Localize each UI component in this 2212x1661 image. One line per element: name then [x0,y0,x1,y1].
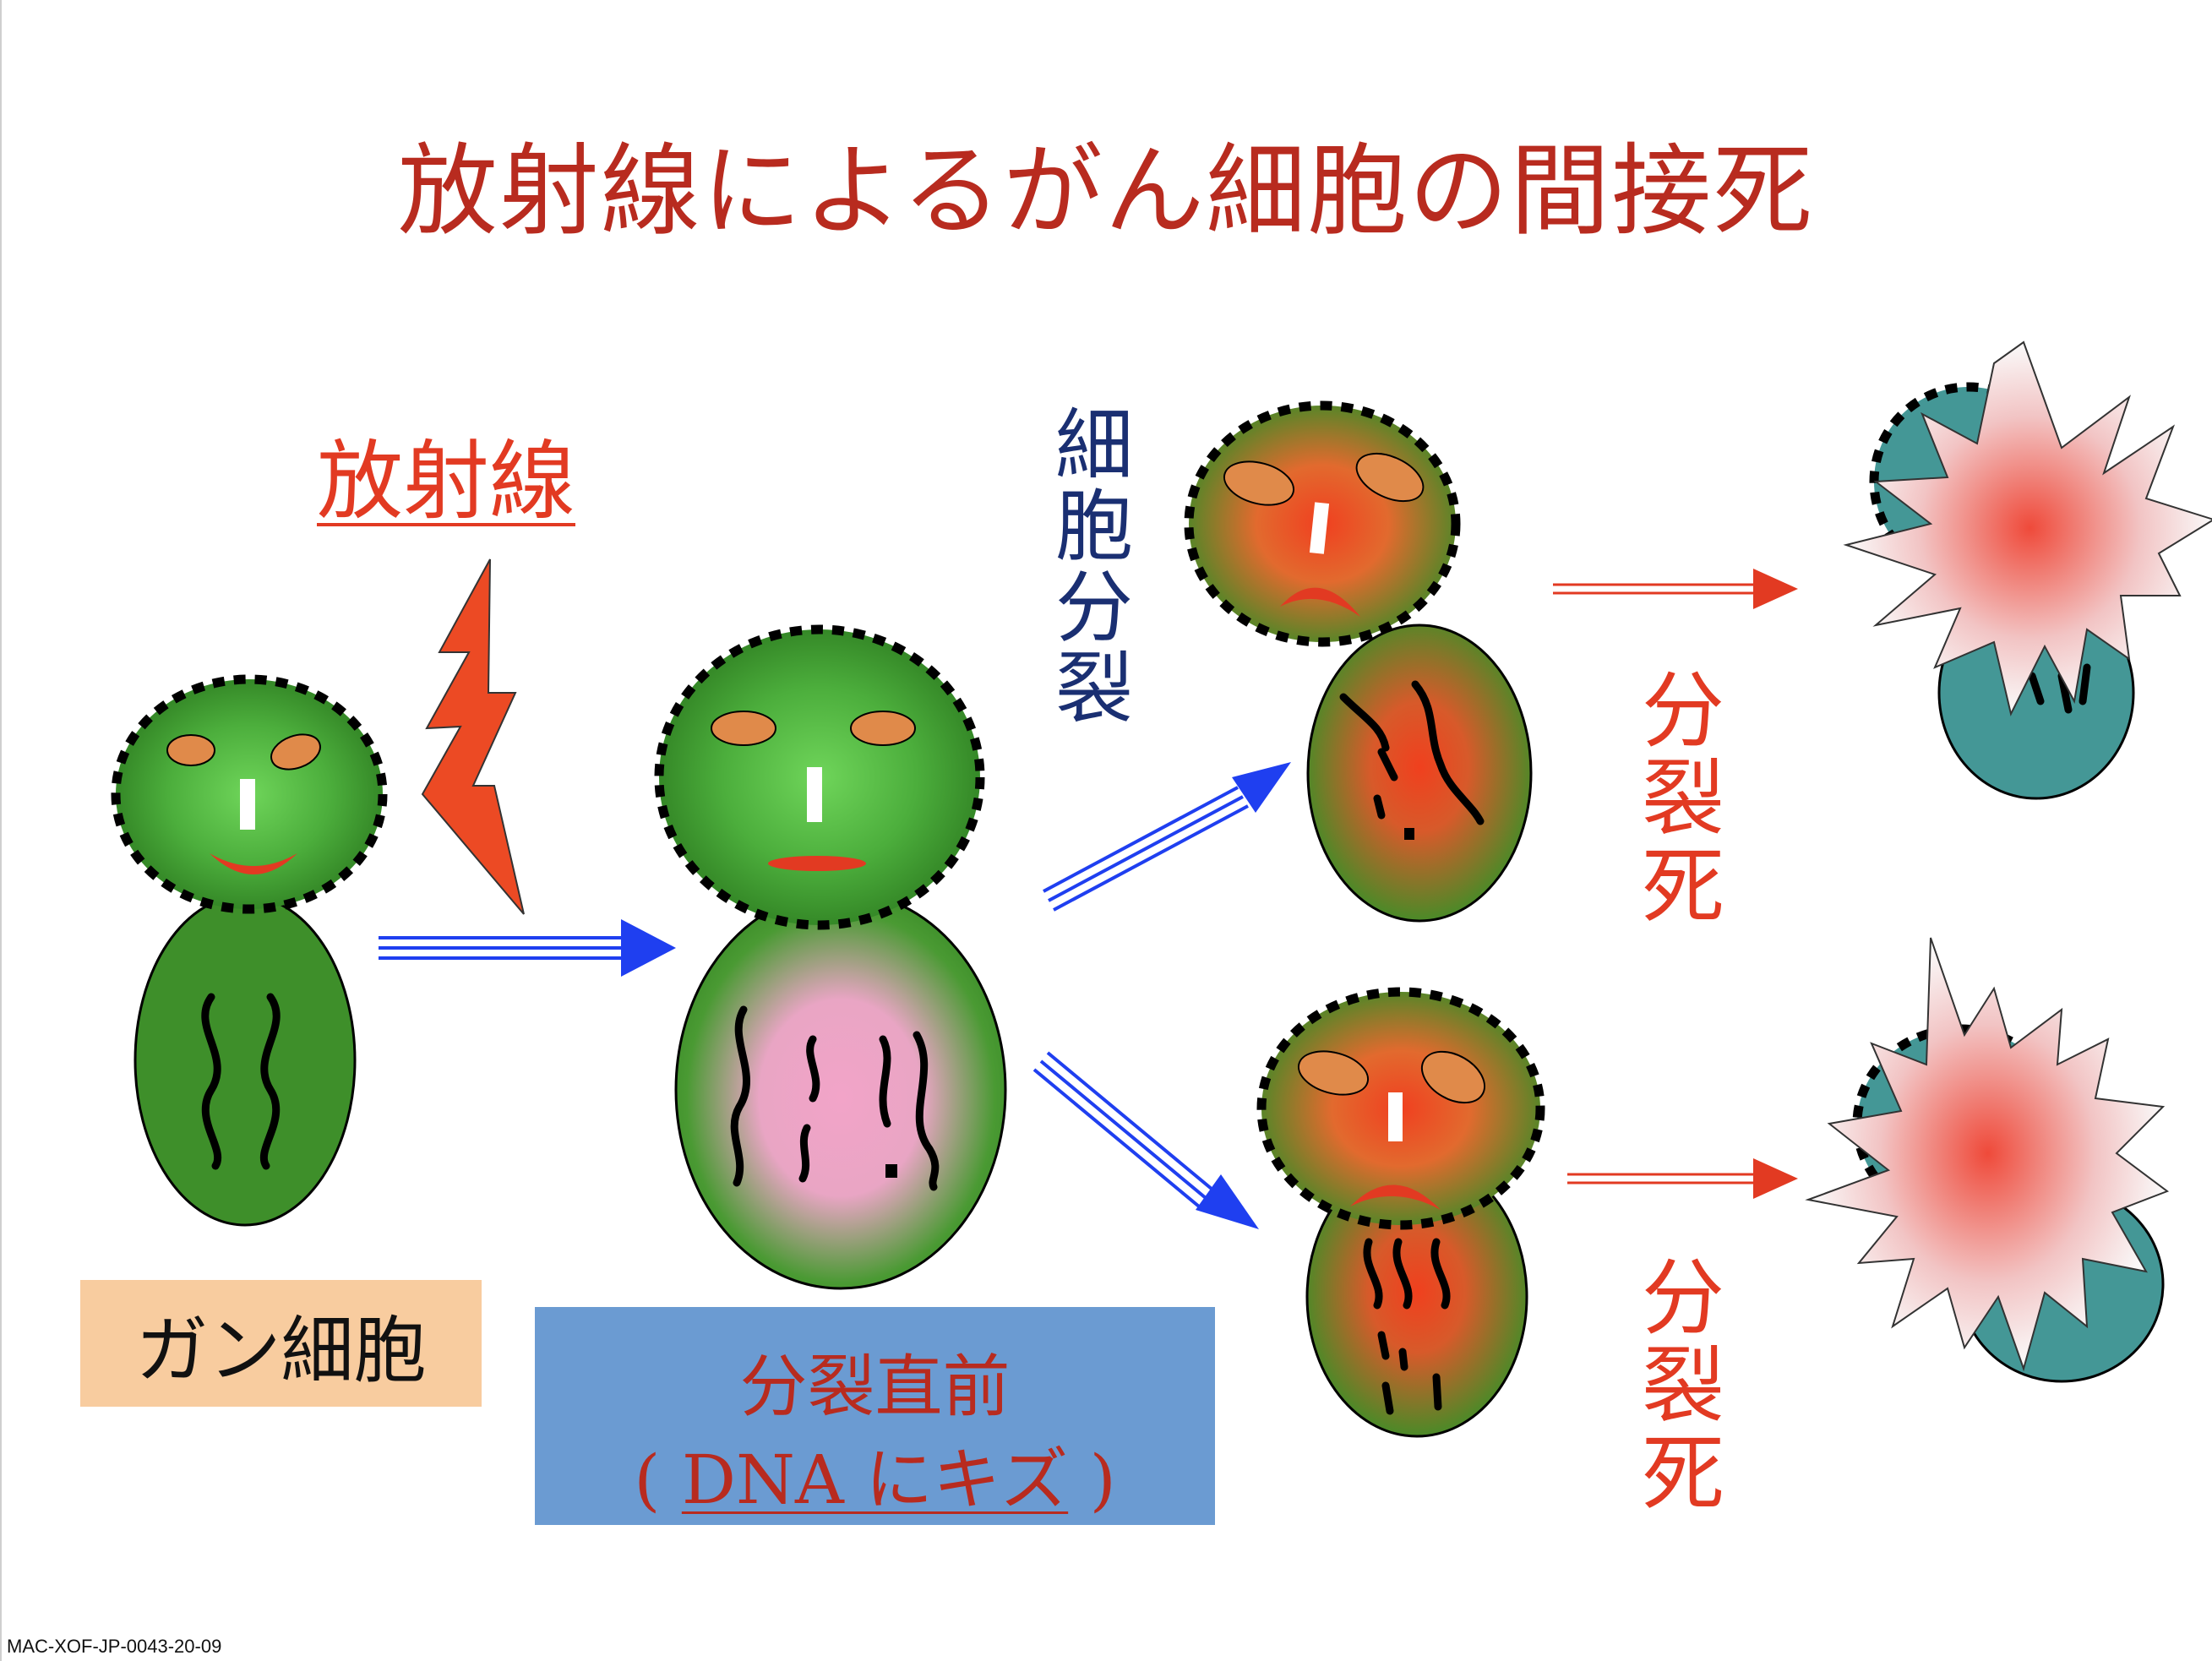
dna-fragment [1432,1373,1442,1411]
dna-fragment [1404,828,1414,840]
dna-strand [913,1031,940,1191]
paren-close: ) [1068,1440,1116,1519]
arrow-to-death-top [1553,569,1798,609]
nose [807,767,822,822]
frown-mouth [1280,587,1360,617]
dna-fragment [798,1124,811,1183]
pre-division-label: 分裂直前 ( DNA にキズ ) [535,1307,1215,1525]
dna-fragment [1373,794,1386,820]
arrow-division-down [1032,1051,1259,1229]
nose [1388,1092,1403,1141]
slide-title: 放射線によるがん細胞の間接死 [397,133,1815,249]
eye [1421,1050,1485,1104]
document-code: MAC-XOF-JP-0043-20-09 [7,1636,222,1657]
pre-division-cell [654,624,1007,1290]
cancer-cell-label: ガン細胞 [80,1280,482,1407]
dna-fragment [1377,1331,1390,1360]
arrow-division-up [1043,762,1291,912]
nose [1309,502,1330,554]
burst-icon [1805,937,2170,1372]
paren-open: ( [634,1440,682,1519]
eye [850,711,916,746]
radiation-label: 放射線 [317,432,575,532]
arrow-to-death-bottom [1567,1158,1798,1199]
dna-damage-text: DNA にキズ [681,1440,1069,1519]
dna-fragment [1381,1381,1394,1415]
arrow-to-pre-division [379,919,676,977]
eye [166,734,215,766]
smile-mouth [210,853,297,874]
pre-division-title: 分裂直前 [739,1348,1011,1426]
frown-mouth [1350,1184,1441,1210]
dna-fragment [806,1035,820,1103]
mitotic-death-label-top: 分裂死 [1641,663,1724,935]
burst-icon [1843,340,2212,716]
dna-damage-line: ( DNA にキズ ) [535,1425,1215,1523]
eye [1355,452,1425,503]
cell-division-label: 細胞分裂 [1054,400,1133,734]
dna-fragment [1363,1238,1383,1310]
eye [1223,460,1295,506]
dead-cell-top [1843,340,2212,800]
eye [270,733,321,771]
mitotic-death-label-bottom: 分裂死 [1641,1250,1724,1522]
eye [711,711,776,746]
dna-strand [730,1005,750,1187]
dead-cell-bottom [1805,937,2170,1383]
cancer-cell [111,674,388,1227]
dna-fragment [1398,1348,1408,1371]
cell-body [674,890,1007,1290]
dna-fragment [885,1164,897,1178]
daughter-cell-bottom [1256,987,1545,1438]
dna-fragment [1339,693,1390,752]
dna-fragment [1430,1238,1451,1310]
dna-strand [259,993,281,1170]
dna-fragment [1377,748,1398,781]
lightning-bolt-icon [421,558,525,915]
dna-fragment [879,1035,891,1128]
flat-mouth [768,856,866,871]
dna-strand [1411,680,1485,825]
cancer-cell-label-text: ガン細胞 [135,1308,427,1393]
cell-body [133,894,357,1227]
dna-strand [201,993,222,1170]
daughter-cell-top [1184,400,1533,923]
dna-fragment [1392,1238,1413,1310]
nose [240,779,255,830]
cell-body [1306,624,1533,923]
eye [1297,1050,1370,1096]
